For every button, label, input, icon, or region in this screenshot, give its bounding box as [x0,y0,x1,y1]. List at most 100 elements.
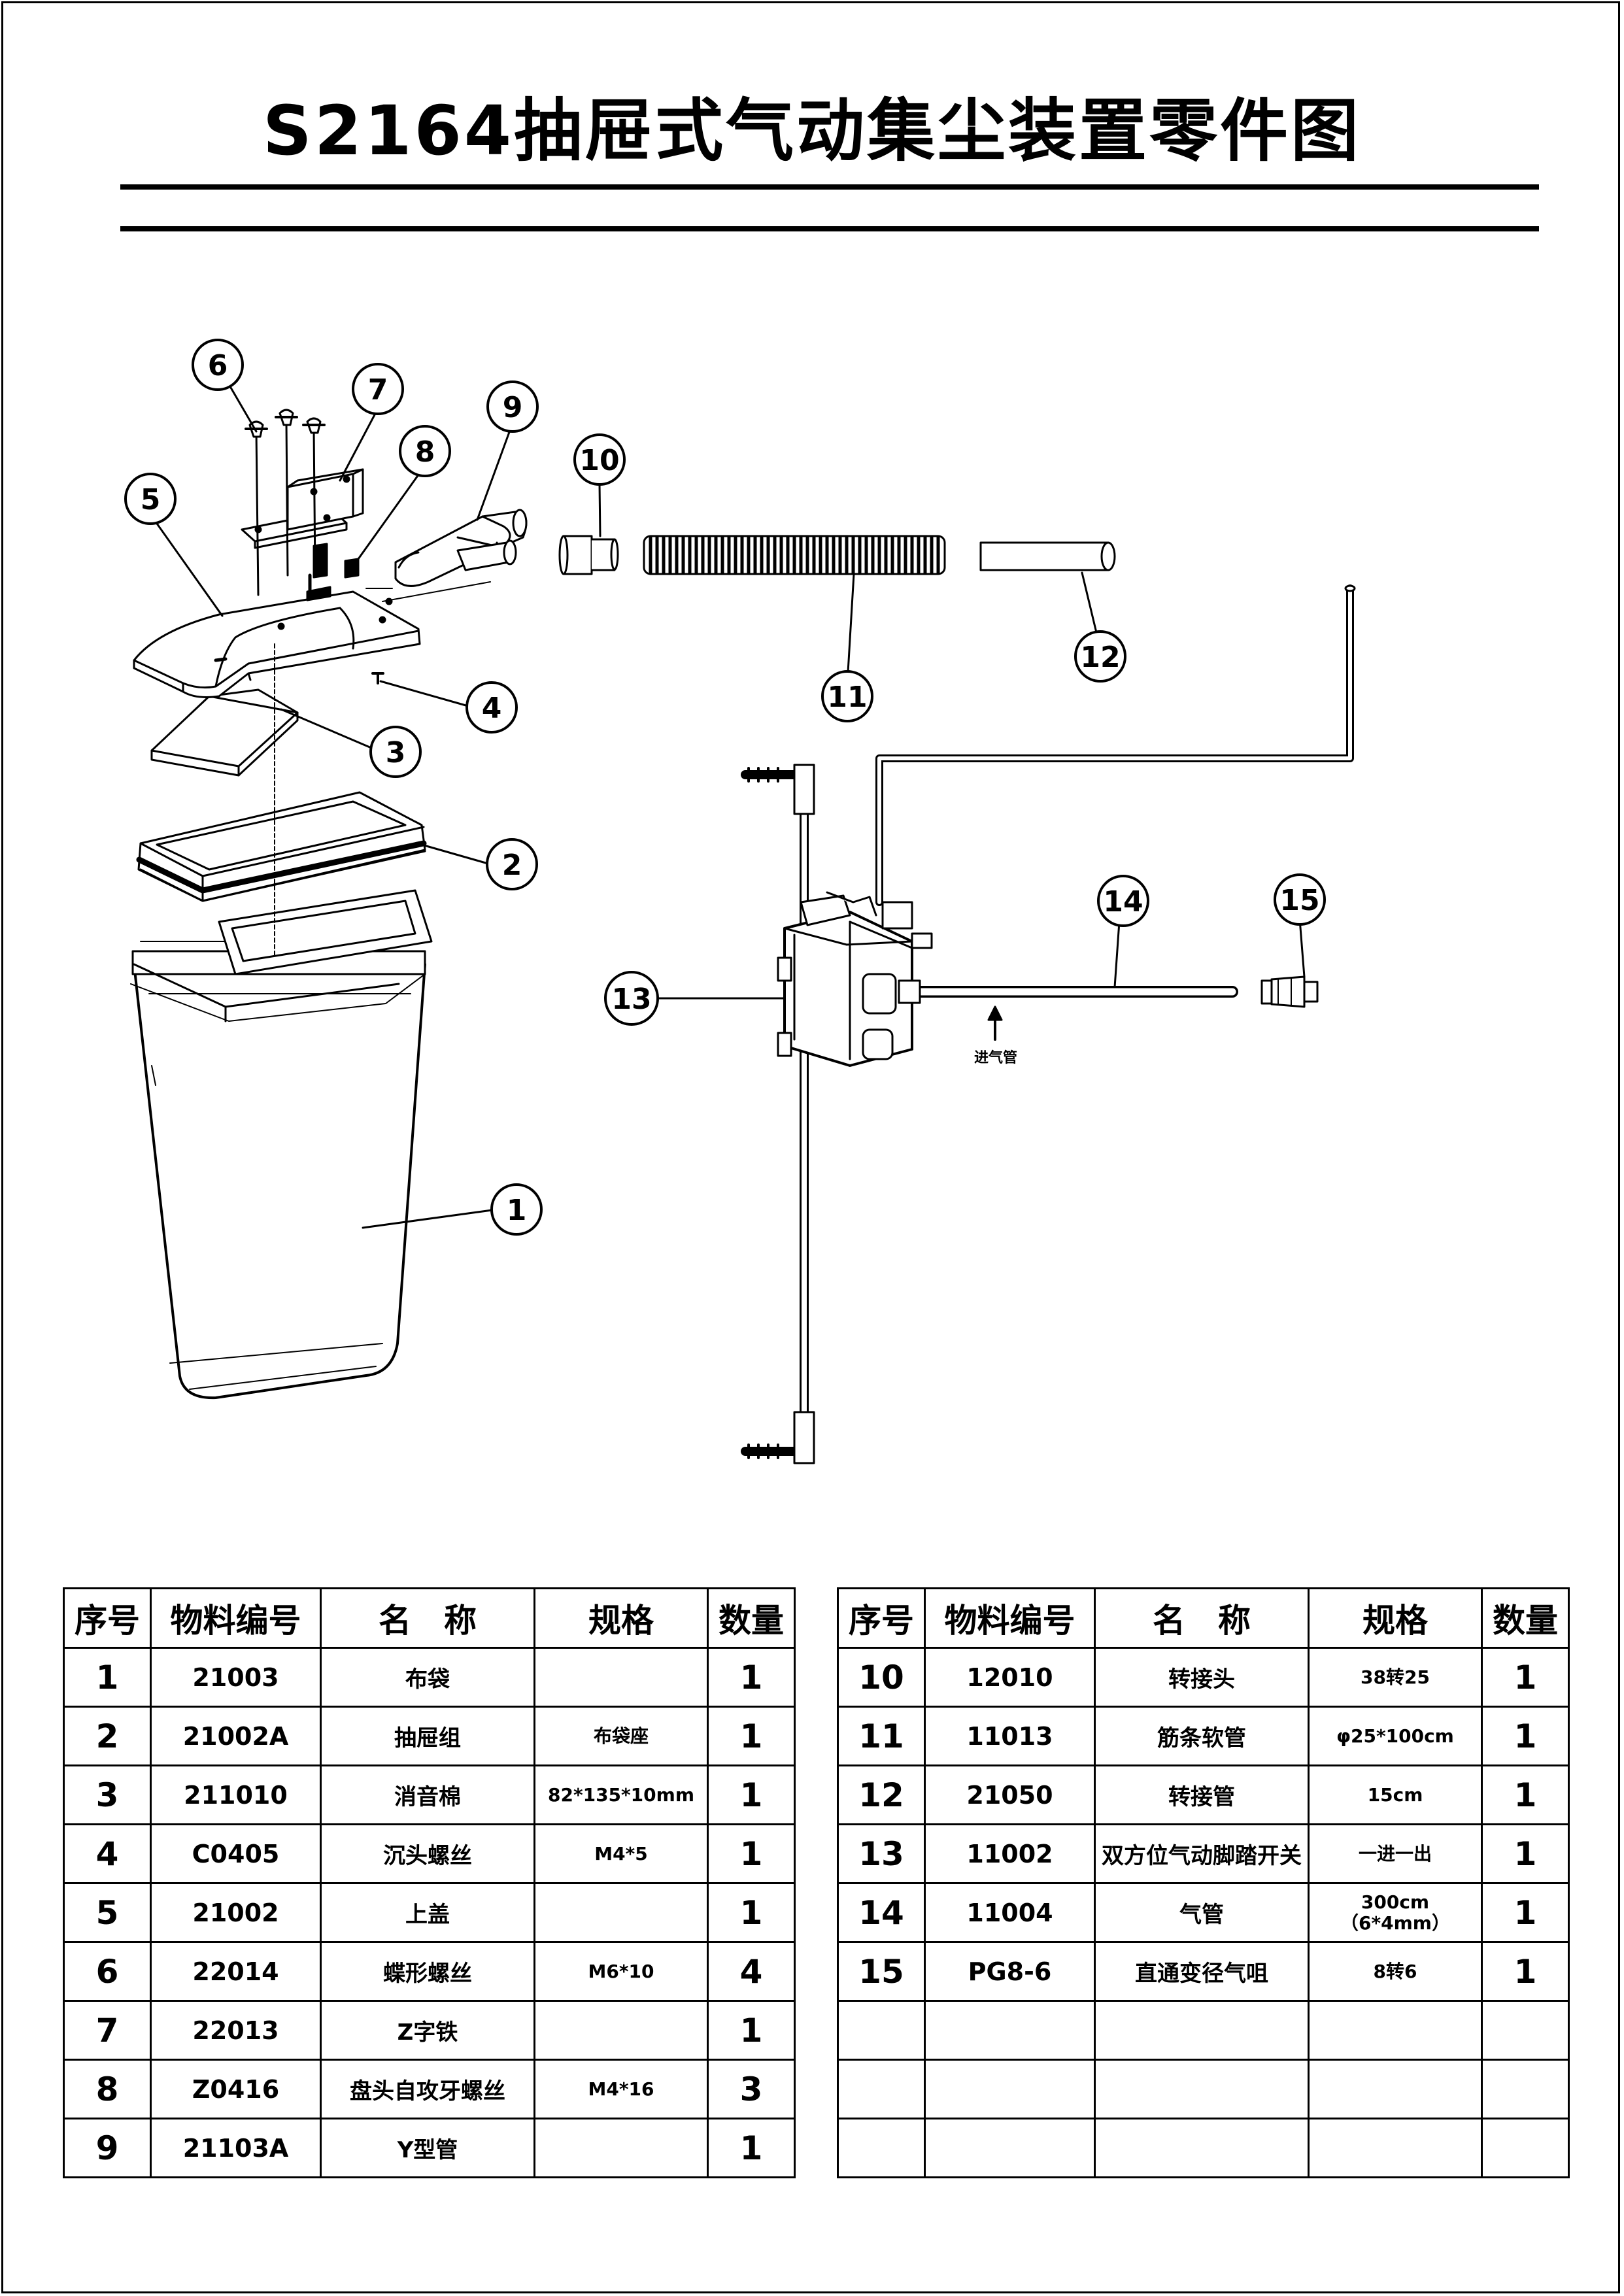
cell-qty: 1 [707,2118,796,2178]
cell-name: 沉头螺丝 [320,1823,535,1884]
svg-text:1: 1 [507,1194,527,1227]
header-spec: 规格 [533,1587,709,1649]
title-rule-top [120,184,1539,190]
leader-lines [148,366,1306,1229]
cell-no: 4 [63,1823,152,1884]
part-ribbed-hose [643,535,946,575]
svg-text:4: 4 [482,692,502,725]
cell-no [837,2059,926,2119]
cell-spec: 布袋座 [533,1706,709,1766]
part-pan-screws [306,543,360,601]
cell-no: 14 [837,1882,926,1943]
table-header-row: 序号 物料编号 名 称 规格 数量 [63,1587,796,1649]
part-z-iron [241,468,364,549]
cell-qty: 1 [1481,1706,1570,1766]
cell-qty: 1 [707,1882,796,1943]
cell-name [1094,2118,1310,2178]
part-drawer-group [136,791,427,902]
svg-text:3: 3 [386,736,406,769]
callout-7: 7 [352,363,404,415]
cell-spec [1308,2059,1483,2119]
callout-6: 6 [192,339,244,391]
cell-name: 抽屉组 [320,1706,535,1766]
callout-14: 14 [1097,875,1149,927]
cell-code: Z0416 [150,2059,322,2119]
callout-5: 5 [124,473,177,525]
cell-name: 蝶形螺丝 [320,1941,535,2002]
page-title: S2164抽屉式气动集尘装置零件图 [262,91,1362,171]
cell-qty [1481,2118,1570,2178]
cell-no: 15 [837,1941,926,2002]
cell-name: Y型管 [320,2118,535,2178]
cell-qty: 1 [1481,1823,1570,1884]
cell-code: 21002A [150,1706,322,1766]
cell-no: 8 [63,2059,152,2119]
cell-qty: 4 [707,1941,796,2002]
part-dust-bag [130,889,433,1400]
callout-3: 3 [369,726,422,778]
callout-2: 2 [486,838,538,890]
cell-no: 11 [837,1706,926,1766]
cell-qty: 1 [1481,1647,1570,1708]
cell-code: 21050 [924,1764,1096,1825]
part-silencer-foam [150,688,299,777]
cell-code: 12010 [924,1647,1096,1708]
cell-spec: M6*10 [533,1941,709,2002]
cell-qty: 1 [707,1764,796,1825]
header-code: 物料编号 [924,1587,1096,1649]
callout-8: 8 [399,425,451,477]
part-reducer-connector [1260,975,1319,1008]
cell-no: 2 [63,1706,152,1766]
inlet-arrow [987,1005,1003,1041]
cell-name: 上盖 [320,1882,535,1943]
cell-qty: 1 [1481,1941,1570,2002]
cell-code: 21103A [150,2118,322,2178]
exploded-parts-diagram: 进气管 6 7 8 9 10 5 11 12 4 3 2 1 13 14 15 [124,339,1356,1464]
cell-name: Z字铁 [320,2000,535,2061]
header-name: 名 称 [1094,1587,1310,1649]
cell-no: 6 [63,1941,152,2002]
cell-name: 消音棉 [320,1764,535,1825]
cell-spec: 8转6 [1308,1941,1483,2002]
part-countersunk-screw [371,672,384,684]
cell-name: 盘头自攻牙螺丝 [320,2059,535,2119]
cell-name: 转接管 [1094,1764,1310,1825]
cell-name: 双方位气动脚踏开关 [1094,1823,1310,1884]
cell-spec: 一进一出 [1308,1823,1483,1884]
cell-qty: 1 [707,1647,796,1708]
svg-text:15: 15 [1279,884,1319,917]
table-row [837,2000,1570,2061]
cell-code: 11002 [924,1823,1096,1884]
cell-code: 211010 [150,1764,322,1825]
cell-code: 11013 [924,1706,1096,1766]
callout-12: 12 [1074,630,1126,683]
cell-no [837,2118,926,2178]
svg-text:8: 8 [415,435,435,469]
cell-spec [533,1647,709,1708]
callout-4: 4 [465,681,518,734]
cell-qty [1481,2059,1570,2119]
cell-name: 布袋 [320,1647,535,1708]
cell-no: 1 [63,1647,152,1708]
cell-spec: 15cm [1308,1764,1483,1825]
svg-text:6: 6 [208,349,228,382]
cell-spec: 300cm （6*4mm） [1308,1882,1483,1943]
cell-code: 22013 [150,2000,322,2061]
title-rule-bottom [120,226,1539,231]
part-adapter-pipe [979,541,1116,571]
header-qty: 数量 [1481,1587,1570,1649]
cell-spec [533,2118,709,2178]
callout-13: 13 [604,971,659,1026]
callout-10: 10 [573,433,626,486]
inlet-label: 进气管 [974,1049,1017,1066]
